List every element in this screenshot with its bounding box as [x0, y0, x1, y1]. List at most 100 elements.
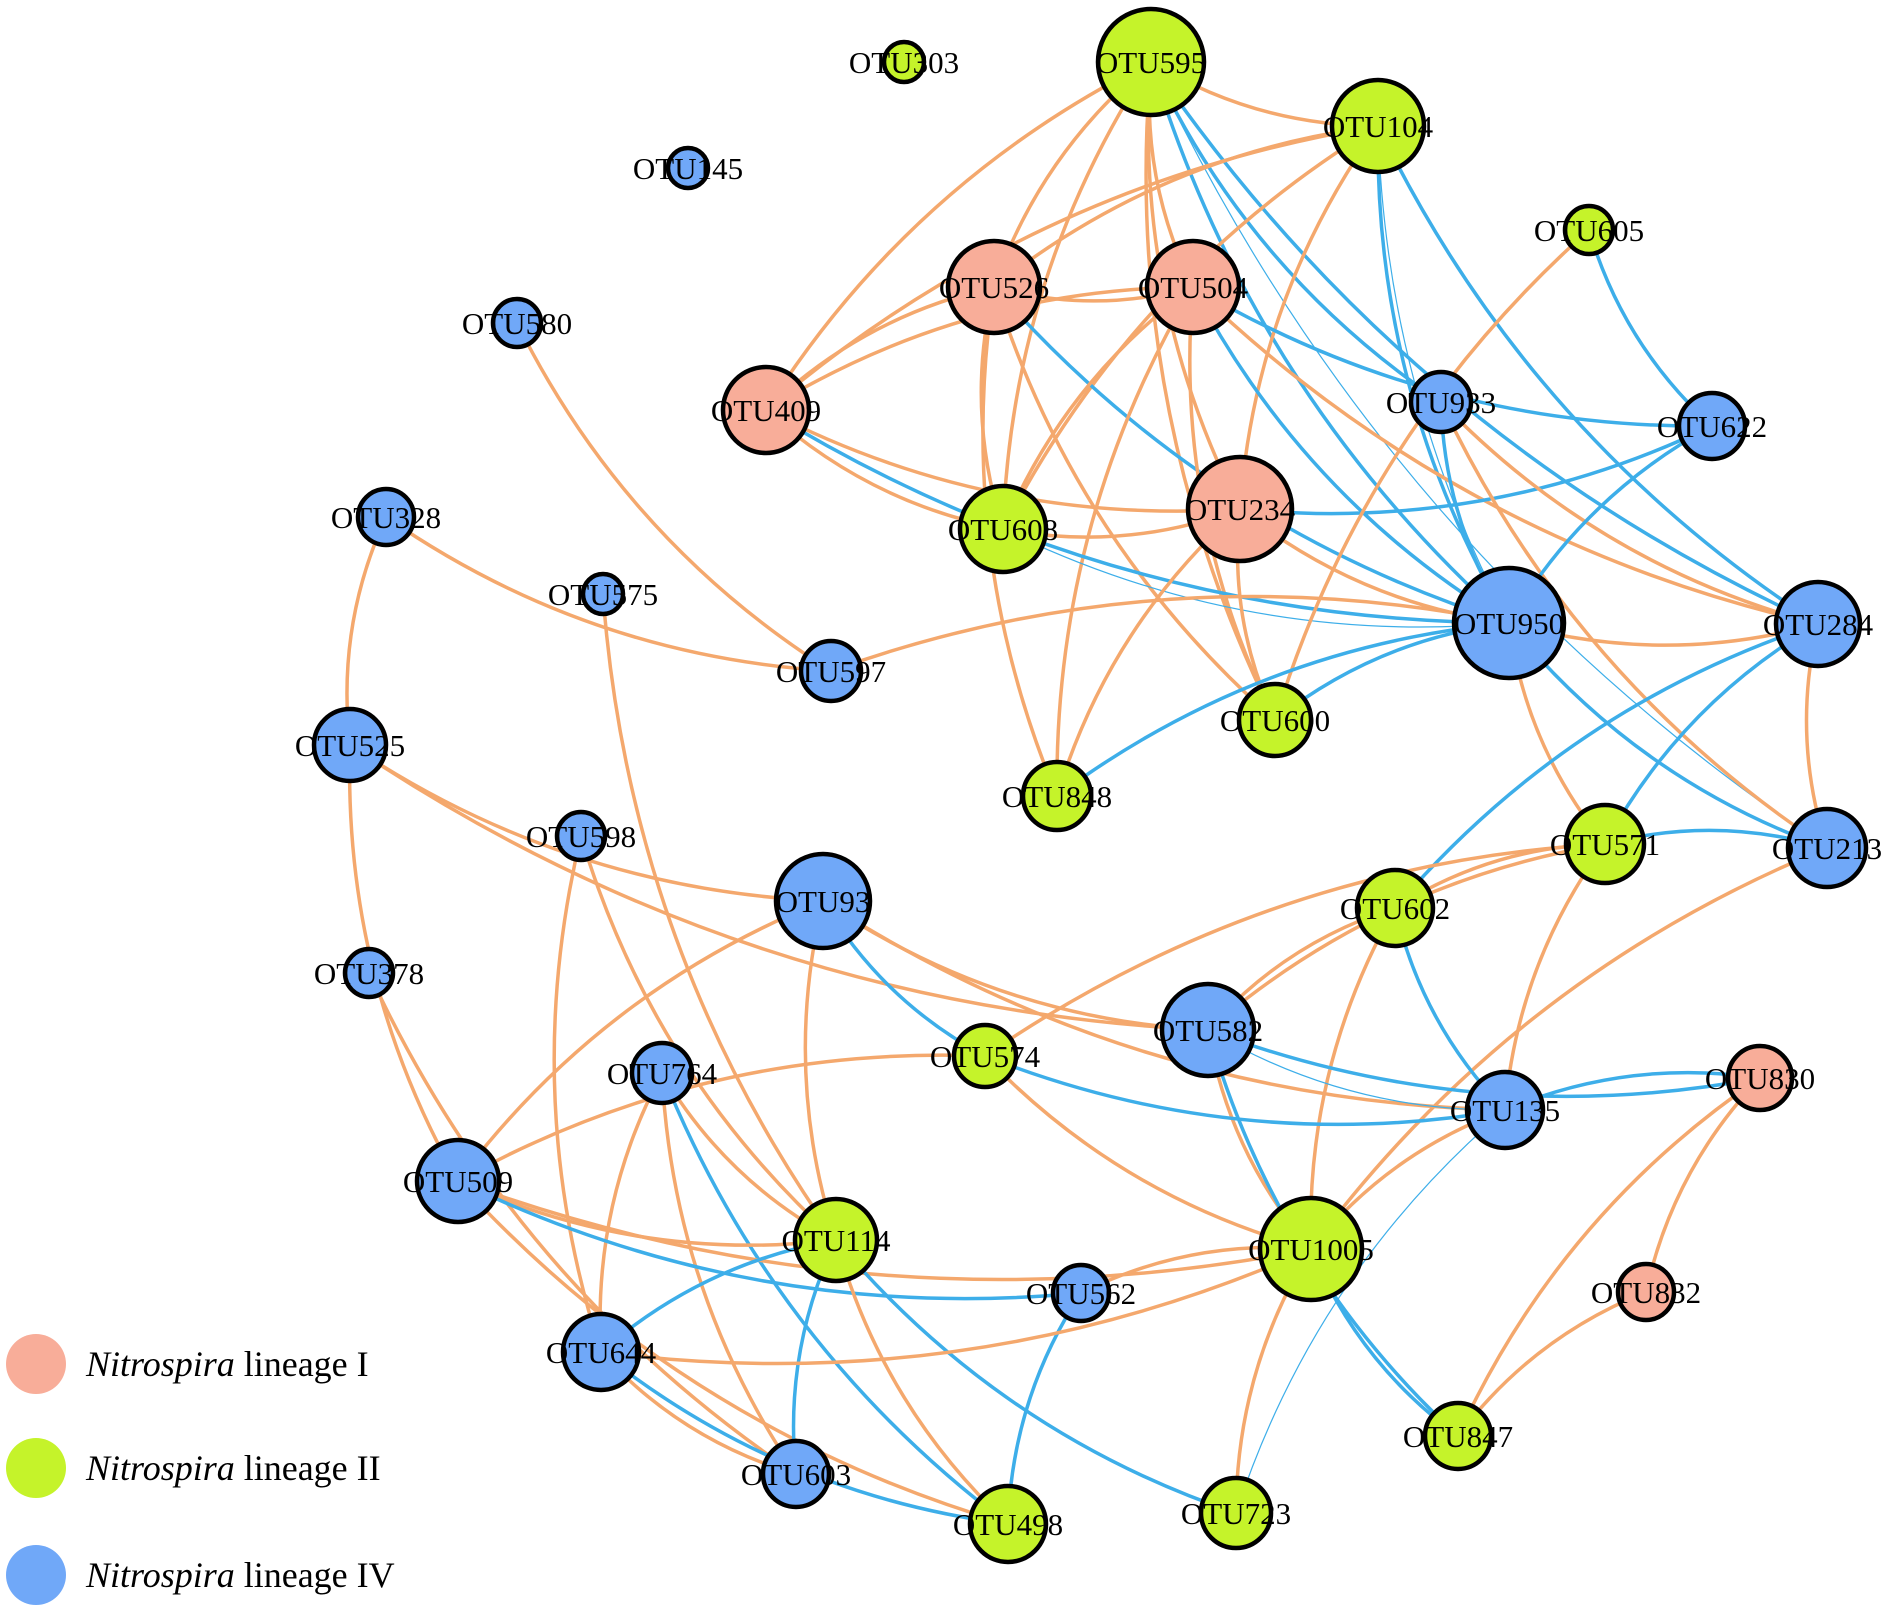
edge-otu574-otu135: [984, 1054, 1506, 1127]
node-otu848: OTU848: [1002, 759, 1112, 833]
edge-otu595-otu213: [1150, 61, 1828, 849]
node-label: OTU580: [462, 306, 572, 341]
edge-otu504-otu950: [1191, 286, 1510, 625]
node-circle: [1329, 77, 1427, 175]
edge-otu832-otu847: [1456, 1290, 1647, 1438]
node-circle: [1725, 1043, 1795, 1113]
node-otu284: OTU284: [1763, 579, 1874, 669]
node-circle: [414, 1137, 502, 1225]
node-circle: [1562, 203, 1616, 257]
node-otu598: OTU598: [526, 809, 636, 863]
node-label: OTU847: [1403, 1419, 1513, 1454]
node-otu498: OTU498: [953, 1483, 1063, 1565]
node-otu504: OTU504: [1138, 238, 1249, 336]
node-otu409: OTU409: [711, 364, 821, 456]
edge-otu950-otu597: [830, 594, 1510, 673]
edge-otu93-otu135: [822, 899, 1506, 1112]
node-otu603: OTU603: [741, 1438, 851, 1510]
node-circle: [945, 238, 1043, 336]
node-otu213: OTU213: [1772, 806, 1882, 890]
node-otu104: OTU104: [1323, 77, 1434, 175]
node-otu93: OTU93: [773, 851, 873, 951]
node-circle: [792, 1196, 880, 1284]
node-label: OTU409: [711, 393, 821, 428]
node-circle: [342, 946, 396, 1000]
edge-otu526-otu600: [992, 286, 1277, 722]
edge-otu104-otu950: [1377, 125, 1510, 624]
node-otu830: OTU830: [1705, 1043, 1815, 1113]
node-circle: [1257, 1195, 1365, 1303]
node-label: OTU723: [1181, 1496, 1291, 1531]
node-otu847: OTU847: [1403, 1400, 1513, 1472]
edge-otu608-otu950: [1002, 528, 1510, 628]
node-otu764: OTU764: [607, 1040, 718, 1106]
node-label: OTU526: [939, 270, 1049, 305]
edge-otu525-otu582: [349, 743, 1209, 1032]
node-label: OTU135: [1450, 1093, 1560, 1128]
node-circle: [1020, 759, 1094, 833]
node-circle: [773, 851, 873, 951]
node-label: OTU145: [633, 151, 743, 186]
node-circle: [1408, 369, 1474, 435]
edge-otu504-otu848: [1055, 286, 1195, 797]
edge-otu234-otu622: [1239, 424, 1713, 516]
node-circle: [1236, 681, 1314, 759]
edge-otu764-otu644: [598, 1072, 664, 1353]
node-otu378: OTU378: [314, 946, 424, 1000]
edge-otu509-otu498: [456, 1179, 1009, 1526]
node-otu580: OTU580: [462, 296, 572, 350]
node-circle: [720, 364, 812, 456]
node-label: OTU328: [331, 500, 441, 535]
edge-otu580-otu597: [515, 322, 832, 673]
node-label: OTU933: [1386, 385, 1496, 420]
node-label: OTU498: [953, 1507, 1063, 1542]
node-circle: [881, 39, 927, 85]
node-label: OTU213: [1772, 831, 1882, 866]
node-circle: [560, 1311, 642, 1393]
edge-otu104-otu284: [1376, 125, 1819, 626]
edge-otu605-otu600: [1273, 228, 1591, 721]
node-circle: [629, 1040, 695, 1106]
node-circle: [1144, 238, 1242, 336]
node-label: OTU595: [1096, 45, 1206, 80]
edge-otu595-otu950: [1149, 61, 1511, 625]
node-circle: [760, 1438, 832, 1510]
node-label: OTU950: [1454, 606, 1564, 641]
node-circle: [967, 1483, 1049, 1565]
node-otu608: OTU608: [948, 483, 1058, 575]
node-otu595: OTU595: [1095, 6, 1207, 118]
node-circle: [951, 1022, 1019, 1090]
node-otu950: OTU950: [1451, 565, 1567, 681]
node-circle: [798, 638, 864, 704]
edge-otu950-otu848: [1055, 621, 1510, 798]
node-circle: [1050, 1262, 1112, 1324]
node-circle: [1676, 390, 1748, 462]
node-label: OTU378: [314, 956, 424, 991]
edge-otu571-otu574: [984, 842, 1606, 1058]
node-circle: [1773, 579, 1863, 669]
node-label: OTU525: [295, 728, 405, 763]
node-circle: [311, 706, 389, 784]
node-circle: [490, 296, 544, 350]
node-label: OTU104: [1323, 109, 1434, 144]
node-otu571: OTU571: [1550, 802, 1660, 886]
edge-otu830-otu832: [1644, 1076, 1762, 1293]
node-otu114: OTU114: [781, 1196, 891, 1284]
node-label: OTU234: [1185, 492, 1296, 527]
node-otu145: OTU145: [633, 145, 743, 191]
node-label: OTU284: [1763, 607, 1874, 642]
node-label: OTU600: [1220, 703, 1330, 738]
node-circle: [580, 571, 626, 617]
node-circle: [554, 809, 608, 863]
node-circle: [1159, 981, 1257, 1079]
edge-otu595-otu608: [1001, 61, 1153, 530]
node-label: OTU562: [1026, 1276, 1136, 1311]
node-otu600: OTU600: [1220, 681, 1330, 759]
node-label: OTU504: [1138, 270, 1249, 305]
node-circle: [665, 145, 711, 191]
node-otu723: OTU723: [1181, 1475, 1291, 1551]
node-otu526: OTU526: [939, 238, 1049, 336]
node-label: OTU1005: [1248, 1232, 1374, 1267]
edge-otu933-otu284: [1439, 400, 1819, 626]
